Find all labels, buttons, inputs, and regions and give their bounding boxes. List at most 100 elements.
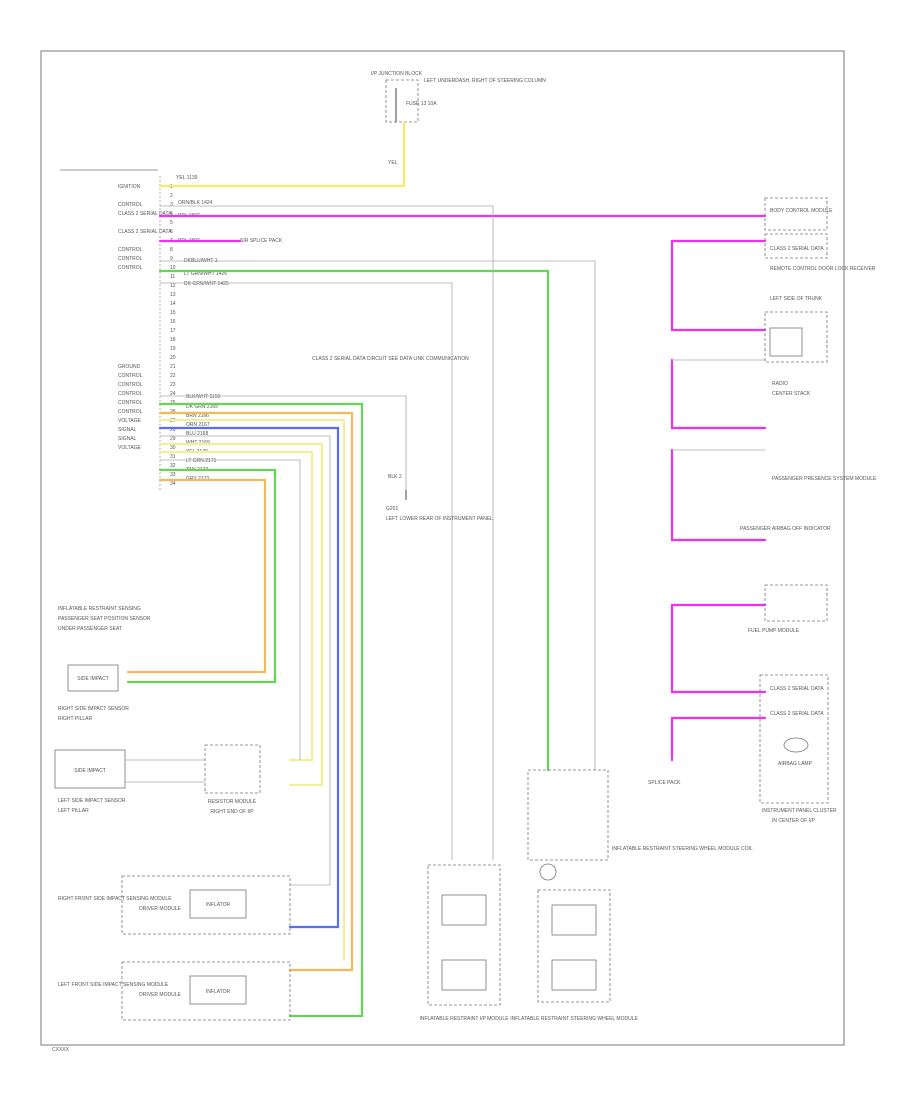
connector-label-29: SIGNAL — [118, 436, 137, 442]
steering-wire-green — [158, 269, 550, 772]
connector-pin-6: 6 — [170, 229, 173, 235]
steering-wheel-icon — [539, 863, 557, 881]
right-modules: BODY CONTROL MODULE CLASS 2 SERIAL DATA … — [648, 197, 877, 824]
connector-pin-4: 4 — [170, 211, 173, 217]
connector-label-9: CONTROL — [118, 256, 143, 262]
connector-label-10: CONTROL — [118, 265, 143, 271]
ground-stud-label: BLK 2 — [388, 474, 402, 480]
ip-wire-gray-b — [160, 205, 494, 860]
ip-cluster-label: INSTRUMENT PANEL CLUSTER — [762, 808, 837, 814]
connector-pin-33: 33 — [170, 472, 176, 478]
ps-sensor-title: INFLATABLE RESTRAINT SENSING — [58, 606, 141, 612]
ignition-wire — [158, 120, 406, 188]
ground-bus-wire-label: BLK/WHT 1150 — [186, 394, 220, 400]
control-b-wire-label: DK GRN/WHT 1425 — [184, 281, 229, 287]
control-a-wire-label: LT GRN/WHT 1426 — [184, 271, 227, 277]
bus-wire-2 — [670, 239, 767, 332]
sideimp-left-label: LEFT SIDE IMPACT SENSOR — [58, 798, 126, 804]
connector-pin-2: 2 — [170, 193, 173, 199]
bus-wire-7 — [670, 716, 767, 762]
fuel-pump-label: FUEL PUMP MODULE — [748, 628, 800, 634]
ground-symbol: G201 LEFT LOWER REAR OF INSTRUMENT PANEL… — [386, 474, 493, 522]
connector-label-3: CONTROL — [118, 202, 143, 208]
connector-label-27: VOLTAGE — [118, 418, 142, 424]
ip-module-label: INFLATABLE RESTRAINT I/P MODULE — [419, 1016, 509, 1022]
body-control-label: BODY CONTROL MODULE — [770, 208, 833, 214]
connector-pin-20: 20 — [170, 355, 176, 361]
resistor-box — [204, 744, 261, 794]
ps-sensor-loc: UNDER PASSENGER SEAT — [58, 626, 122, 632]
airbag-lamp-icon — [783, 737, 809, 753]
steering-coil-box — [527, 769, 609, 861]
connector-pin-10: 10 — [170, 265, 176, 271]
connector-pin-18: 18 — [170, 337, 176, 343]
resistor-loc: RIGHT END OF I/P — [210, 809, 254, 815]
fuel-pump-box — [764, 584, 828, 622]
connector-label-26: CONTROL — [118, 409, 143, 415]
steering-coil-label: INFLATABLE RESTRAINT STEERING WHEEL MODU… — [612, 846, 753, 852]
right-front-inflator — [189, 889, 247, 919]
diagram-frame — [40, 50, 845, 1046]
harness-wire-green — [158, 402, 364, 1018]
left-modules: INFLATABLE RESTRAINT SENSING PASSENGER S… — [54, 606, 291, 1021]
connector-pin-32: 32 — [170, 463, 176, 469]
class2-label: CLASS 2 SERIAL DATA — [770, 246, 824, 252]
connector-label-21: GROUND — [118, 364, 141, 370]
harness-wire-gray — [160, 459, 301, 760]
passenger-presence-label: PASSENGER PRESENCE SYSTEM MODULE — [772, 476, 877, 482]
steering-inflator-a — [551, 904, 597, 936]
harness-wire-blue — [158, 426, 340, 929]
bus-wire-6 — [670, 603, 767, 694]
right-front-label: RIGHT FRONT SIDE IMPACT SENSING MODULE — [58, 896, 172, 902]
remote-control-label: REMOTE CONTROL DOOR LOCK RECEIVER — [770, 266, 876, 272]
ip-inflator-a — [441, 894, 487, 926]
sideimp-left-loc: LEFT PILLAR — [58, 808, 89, 814]
connector-pin-12: 12 — [170, 283, 176, 289]
sensor-wire-orange — [126, 478, 267, 674]
connector-label-4: CLASS 2 SERIAL DATA — [118, 211, 172, 217]
inflator-a-label: INFLATOR — [206, 902, 231, 908]
connector-pin-5: 5 — [170, 220, 173, 226]
connector-pin-21: 21 — [170, 364, 176, 370]
harness-wire-orange — [158, 411, 354, 972]
center-stack-label: CENTER STACK — [772, 391, 811, 397]
fuse-label: FUSE 13 10A — [406, 101, 437, 107]
resistor-label: RESISTOR MODULE — [208, 799, 257, 805]
bus-wire-4 — [670, 448, 767, 542]
wire-label-org: ORN 2167 — [186, 422, 210, 428]
connector-label-8: CONTROL — [118, 247, 143, 253]
connector-pin-15: 15 — [170, 310, 176, 316]
splice-label: SPLICE PACK — [648, 780, 681, 786]
ps-sensor-box — [67, 664, 119, 692]
connector-label-1: IGNITION — [118, 184, 141, 190]
ip-cluster-box — [759, 674, 829, 804]
connector-pin-30: 30 — [170, 445, 176, 451]
connector-pin-31: 31 — [170, 454, 176, 460]
left-sideimp-module-label: SIDE IMPACT — [74, 768, 106, 774]
steering-wire-gray — [160, 260, 596, 770]
footer-code: CXXXX — [52, 1047, 70, 1053]
connector-ref-label: SIR SPLICE PACK — [240, 238, 283, 244]
ground-loc: LEFT LOWER REAR OF INSTRUMENT PANEL — [386, 516, 493, 522]
harness-wire-lightyellow — [158, 418, 346, 962]
connector-pin-22: 22 — [170, 373, 176, 379]
module-box-label: SIDE IMPACT — [77, 676, 109, 682]
class2-label-b: CLASS 2 SERIAL DATA — [770, 686, 824, 692]
harness-wire-yellow2 — [158, 450, 314, 762]
body-control-box — [764, 197, 828, 231]
ip-cluster-sub: IN CENTER OF I/P — [772, 818, 815, 824]
wire-label-brn: BRN 2166 — [186, 413, 209, 419]
connector-pin-17: 17 — [170, 328, 176, 334]
wire-label-blu: BLU 2168 — [186, 431, 208, 437]
remote-control-box — [764, 233, 828, 259]
connector-pin-9: 9 — [170, 256, 173, 262]
inflator-b-label: INFLATOR — [206, 989, 231, 995]
connector-label-28: SIGNAL — [118, 427, 137, 433]
airbag-lamp-label: AIRBAG LAMP — [778, 761, 813, 767]
connector-label-30: VOLTAGE — [118, 445, 142, 451]
sideimp-right-label: RIGHT SIDE IMPACT SENSOR — [58, 706, 129, 712]
fuse-block: I/P JUNCTION BLOCK FUSE 13 10A LEFT UNDE… — [371, 71, 546, 166]
connector-pin-16: 16 — [170, 319, 176, 325]
